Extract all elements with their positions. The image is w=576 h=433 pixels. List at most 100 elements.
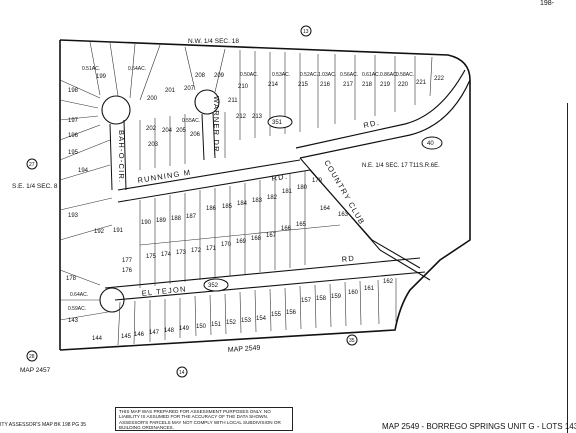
lot-150: 150 <box>196 324 207 330</box>
assessor-reference: ITY ASSESSOR'S MAP BK 198 PG 35 <box>0 422 87 428</box>
tag-13 <box>300 25 312 37</box>
tag-40-text: 40 <box>427 141 434 147</box>
lot-159: 159 <box>331 294 342 300</box>
tag-35-text: 35 <box>349 338 355 344</box>
lot-221: 221 <box>416 80 427 86</box>
lot-181: 181 <box>282 189 293 195</box>
lot-219: 219 <box>380 82 391 88</box>
lot-numbers-middle: 176 175 174 173 172 171 170 169 168 167 … <box>122 222 307 274</box>
disclaimer-box: THIS MAP WAS PREPARED FOR ASSESSMENT PUR… <box>115 407 293 431</box>
lot-182: 182 <box>267 195 278 201</box>
side-panel-border <box>567 103 576 433</box>
warner-dr-label: WARNER DR. <box>212 96 221 156</box>
acreage-note: 0.86AC. <box>380 72 398 78</box>
lot-144: 144 <box>92 336 103 342</box>
lot-153: 153 <box>241 318 252 324</box>
lot-206: 206 <box>190 132 201 138</box>
lot-215: 215 <box>298 82 309 88</box>
lot-197: 197 <box>68 118 79 124</box>
cul-de-sac <box>101 95 131 125</box>
ne-quarter-label: N.E. 1/4 SEC. 17 T11S.R.6E. <box>362 163 440 169</box>
lot-numbers-south: 145 146 147 148 149 150 151 152 153 154 … <box>121 279 394 340</box>
lot-166: 166 <box>281 226 292 232</box>
acreage-note: 0.52AC. <box>300 72 318 78</box>
tag-28-text: 28 <box>29 354 35 360</box>
lot-161: 161 <box>364 286 375 292</box>
lot-155: 155 <box>271 312 282 318</box>
lot-186: 186 <box>206 206 217 212</box>
lot-207: 207 <box>184 86 195 92</box>
lot-216: 216 <box>320 82 331 88</box>
lot-180: 180 <box>297 185 308 191</box>
acreage-note: 0.51AC. <box>82 66 100 72</box>
cul-de-sac <box>194 89 220 115</box>
lot-183: 183 <box>252 198 263 204</box>
acreage-note: 1.03AC. <box>318 72 336 78</box>
lot-160: 160 <box>348 290 359 296</box>
lot-170: 170 <box>221 242 232 248</box>
page-reference: 198- <box>540 0 555 7</box>
lot-164: 164 <box>320 206 331 212</box>
lot-190: 190 <box>141 220 152 226</box>
tag-13-text: 13 <box>303 29 309 35</box>
lot-185: 185 <box>222 204 233 210</box>
lot-214: 214 <box>268 82 279 88</box>
lot-212: 212 <box>236 114 247 120</box>
lot-196: 196 <box>68 133 79 139</box>
acreage-note: 0.55AC. <box>182 118 200 124</box>
bah-o-cir-label: BAH-O-CIR. <box>117 130 126 183</box>
lot-187: 187 <box>186 214 197 220</box>
lot-156: 156 <box>286 310 297 316</box>
lot-177: 177 <box>122 258 133 264</box>
lot-173: 173 <box>176 250 187 256</box>
lot-199: 199 <box>96 74 107 80</box>
map-2457-label: MAP 2457 <box>20 367 51 374</box>
lot-200: 200 <box>147 96 158 102</box>
lot-204: 204 <box>162 128 173 134</box>
lot-numbers-west: 198 197 196 195 194 193 192 191 <box>68 88 124 235</box>
acreage-note: 0.64AC. <box>70 292 88 298</box>
se-quarter-label: S.E. 1/4 SEC. 8 <box>12 183 58 190</box>
lot-222: 222 <box>434 76 445 82</box>
lot-numbers-west-lower: 143 144 <box>68 318 103 342</box>
tag-352 <box>203 278 229 292</box>
lot-148: 148 <box>164 328 175 334</box>
tag-40 <box>421 136 443 150</box>
lot-192: 192 <box>94 229 105 235</box>
tag-27 <box>26 158 38 170</box>
lot-numbers-running-m: 186 185 184 183 182 181 180 179 <box>206 178 323 212</box>
country-club-rd-label: RD. <box>363 118 381 130</box>
lot-201: 201 <box>165 88 176 94</box>
lot-220: 220 <box>398 82 409 88</box>
acreage-note: 0.59AC. <box>68 306 86 312</box>
lot-147: 147 <box>149 330 160 336</box>
lot-175: 175 <box>146 254 157 260</box>
lot-193: 193 <box>68 213 79 219</box>
lot-209: 209 <box>214 73 225 79</box>
acreage-note: 0.56AC. <box>340 72 358 78</box>
lot-143: 143 <box>68 318 79 324</box>
lot-178: 178 <box>66 276 77 282</box>
tag-14 <box>176 366 188 378</box>
tag-27-text: 27 <box>29 162 35 168</box>
tag-351-text: 351 <box>272 120 283 126</box>
subdivision-boundary <box>59 39 471 351</box>
acreage-note: 0.54AC. <box>128 66 146 72</box>
tag-352-text: 352 <box>208 283 219 289</box>
acreage-note: 0.61AC. <box>362 72 380 78</box>
nw-quarter-label: N.W. 1/4 SEC. 18 <box>188 38 239 45</box>
tag-351 <box>267 115 293 129</box>
lot-211: 211 <box>228 98 238 104</box>
lot-202: 202 <box>146 126 157 132</box>
lot-176: 176 <box>122 268 133 274</box>
lot-145: 145 <box>121 334 132 340</box>
running-m-rd-label: RD. <box>271 172 289 183</box>
lot-151: 151 <box>211 322 222 328</box>
lot-188: 188 <box>171 216 182 222</box>
lot-numbers-mid-upper: 202 203 204 205 206 <box>146 126 201 148</box>
lot-167: 167 <box>266 233 277 239</box>
acreage-notes: 0.51AC. 0.54AC. 0.55AC. 0.53AC. 0.52AC. … <box>68 66 414 312</box>
lot-162: 162 <box>383 279 394 285</box>
lot-172: 172 <box>191 248 202 254</box>
